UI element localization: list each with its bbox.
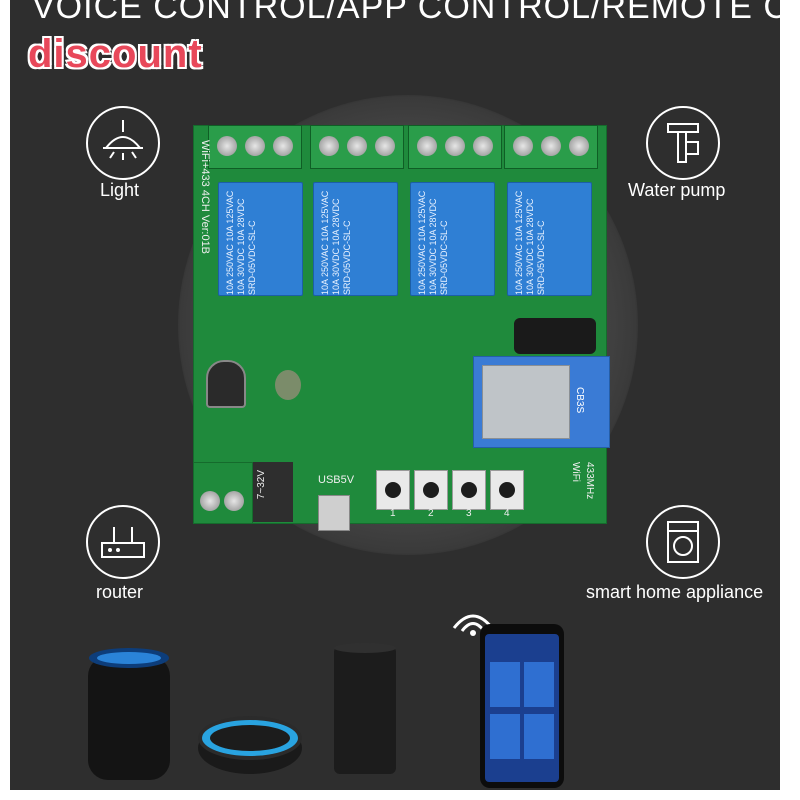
lamp-icon <box>86 106 160 180</box>
board-button-3 <box>452 470 486 510</box>
wifi-module: CB3S <box>473 356 610 448</box>
feature-label-router: router <box>96 582 144 602</box>
usb-label: USB5V <box>318 474 355 486</box>
relay-2-label: 10A 250VAC 10A 125VAC 10A 30VDC 10A 28VD… <box>320 190 352 295</box>
board-button-2 <box>414 470 448 510</box>
relay-4-label: 10A 250VAC 10A 125VAC 10A 30VDC 10A 28VD… <box>514 190 546 295</box>
relay-3-label: 10A 250VAC 10A 125VAC 10A 30VDC 10A 28VD… <box>417 190 449 295</box>
board-button-1 <box>376 470 410 510</box>
terminal-block-2 <box>310 125 404 169</box>
google-home-icon <box>334 643 396 774</box>
power-terminal-pcb <box>193 462 253 524</box>
board-button-label-4: 4 <box>504 508 510 519</box>
feature-label-water-pump: Water pump <box>628 180 726 200</box>
frame-bottom-margin <box>0 790 800 800</box>
rf-433-silk-label: 433MHz <box>584 462 595 500</box>
board-button-label-1: 1 <box>390 508 396 519</box>
relay-4: 10A 250VAC 10A 125VAC 10A 30VDC 10A 28VD… <box>507 182 592 296</box>
terminal-block-1 <box>208 125 302 169</box>
feature-label-light: Light <box>100 180 140 200</box>
board-button-4 <box>490 470 524 510</box>
relay-3: 10A 250VAC 10A 125VAC 10A 30VDC 10A 28VD… <box>410 182 495 296</box>
discount-badge: discount <box>28 32 203 76</box>
board-button-label-2: 2 <box>428 508 434 519</box>
control-modes-banner: VOICE CONTROL/APP CONTROL/REMOTE CONTROL <box>32 0 780 26</box>
smartphone-icon <box>480 624 564 788</box>
rf-antenna-coil <box>514 318 596 354</box>
usb-c-port <box>318 495 350 531</box>
washing-machine-icon <box>646 505 720 579</box>
relay-2: 10A 250VAC 10A 125VAC 10A 30VDC 10A 28VD… <box>313 182 398 296</box>
wifi-module-label: CB3S <box>574 387 585 414</box>
water-pump-icon <box>646 106 720 180</box>
terminal-block-4 <box>504 125 598 169</box>
board-button-label-3: 3 <box>466 508 472 519</box>
router-icon <box>86 505 160 579</box>
power-input-label: 7~32V <box>256 470 267 500</box>
capacitor <box>206 360 246 408</box>
terminal-block-3 <box>408 125 502 169</box>
relay-1: 10A 250VAC 10A 125VAC 10A 30VDC 10A 28VD… <box>218 182 303 296</box>
inductor <box>275 370 301 400</box>
board-side-label: WiFi+433 4CH Ver:01B <box>199 140 211 255</box>
feature-label-smart-home-appliance: smart home appliance <box>586 582 764 602</box>
echo-dot-icon <box>198 716 302 774</box>
wifi-silk-label: WiFi <box>570 462 581 482</box>
relay-1-label: 10A 250VAC 10A 125VAC 10A 30VDC 10A 28VD… <box>225 190 257 295</box>
smart-speaker-icon <box>88 648 170 780</box>
